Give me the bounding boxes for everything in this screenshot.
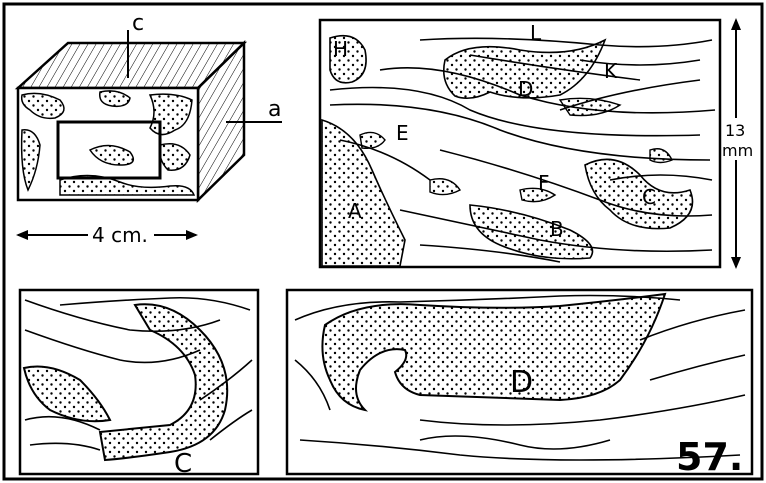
plate-number: 57. [676,435,743,479]
detail-C-panel: C [20,290,258,479]
arrowhead-left [16,230,28,240]
label-a-side: a [268,97,281,122]
scale-mm-label: mm [722,141,753,160]
main-section-panel: H L D K E F C A B [320,20,720,267]
label-B: B [550,217,564,241]
label-F: F [538,171,550,195]
scale-13-label: 13 [725,121,745,140]
label-C-small: C [642,185,656,209]
scale-13mm: 13 mm [722,18,754,269]
arrowhead-down [731,257,741,269]
arrowhead-right [186,230,198,240]
label-D-large: D [510,365,533,400]
label-H: H [333,37,348,61]
label-E: E [396,121,409,145]
block-diagram: c a 4 cm. [16,11,282,248]
label-L: L [530,21,542,45]
label-A: A [348,199,362,223]
detail-D-panel: D 57. [287,290,752,479]
scale-4cm-label: 4 cm. [92,223,148,247]
label-C-large: C [174,449,192,479]
label-c-top: c [132,11,144,36]
label-K: K [604,59,618,83]
label-D-small: D [518,77,533,101]
arrowhead-up [731,18,741,30]
